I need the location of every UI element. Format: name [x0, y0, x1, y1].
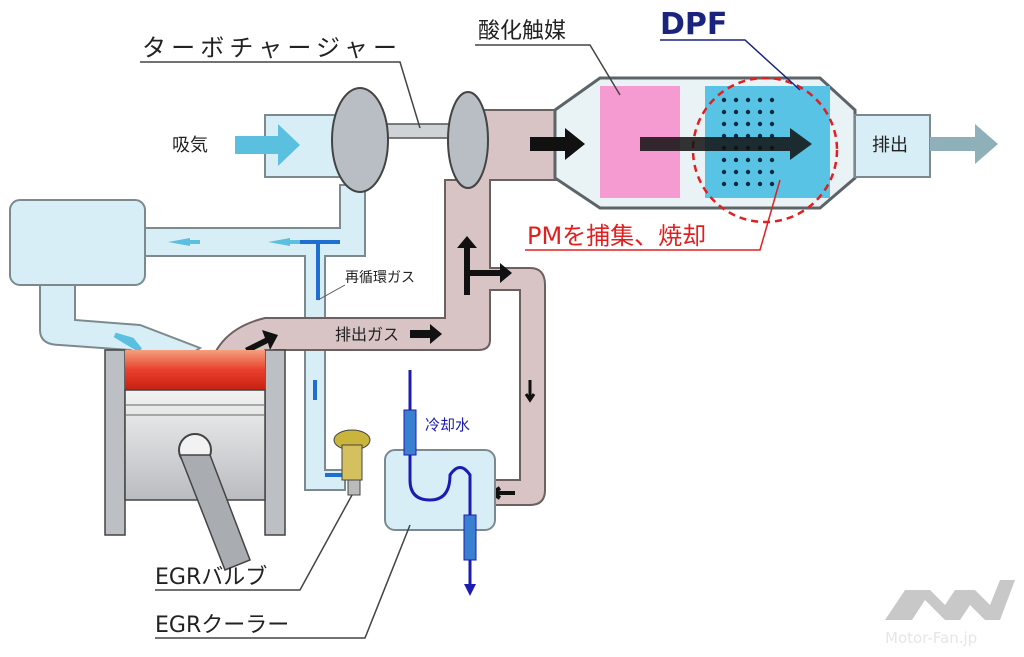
egr-cooler [384, 449, 496, 531]
dpf-label: DPF [660, 7, 727, 42]
intercooler [9, 199, 146, 286]
flow-arrow-through-dpf [640, 128, 812, 160]
intake-flow-arrow [168, 238, 200, 246]
turbocharger-label: ターボチャージャー [142, 34, 397, 62]
intake-arrow [235, 124, 300, 166]
intake-flow-arrow [113, 332, 142, 353]
coolant-pipe [463, 514, 477, 561]
motor-fan-logo: Motor-Fan.jp [885, 580, 1015, 647]
recirculated-gas-label: 再循環ガス [345, 270, 415, 286]
egr-valve-leader [155, 494, 353, 591]
egr-valve [333, 429, 371, 496]
exhaust-flow-arrow [457, 236, 477, 295]
coolant-label: 冷却水 [425, 416, 470, 434]
exhaust-gas-label: 排出ガス [335, 325, 399, 344]
coolant-flow [408, 370, 476, 596]
compressor-wheel [331, 87, 389, 193]
catalyst-leader [475, 44, 621, 96]
cylinder-wall-right [264, 349, 286, 536]
pm-leader [525, 179, 781, 251]
intake-manifold [39, 284, 203, 367]
intake-label: 吸気 [172, 135, 208, 156]
egr-cooler-leader [155, 524, 411, 639]
exhaust-out-label: 排出 [872, 135, 908, 156]
oxidation-catalyst-label: 酸化触媒 [478, 19, 566, 44]
egr-valve-label: EGRバルブ [155, 565, 267, 590]
combustion-chamber [125, 350, 265, 390]
exhaust-flow-arrow [245, 330, 278, 353]
turbocharger-leader-line [140, 61, 421, 129]
coolant-pipe [403, 409, 417, 456]
exhaust-out-arrow [930, 124, 998, 164]
turbine-wheel [447, 91, 489, 189]
exhaust-to-dpf-arrow [530, 128, 585, 160]
exhaust-pipe [206, 109, 561, 506]
recirc-marker [300, 240, 340, 300]
exhaust-flow-arrow [524, 380, 536, 403]
intake-flow-arrow [268, 238, 305, 246]
exhaust-flow-arrow [470, 263, 512, 283]
cylinder-wall-left [104, 349, 126, 536]
connecting-rod [178, 454, 251, 571]
recirc-leader [317, 284, 346, 301]
intake-pipe-down [144, 184, 366, 491]
watermark-text: Motor-Fan.jp [885, 629, 977, 647]
pm-capture-circle [691, 76, 839, 224]
dpf-leader [660, 39, 801, 91]
egr-cooler-label: EGRクーラー [155, 613, 289, 638]
exhaust-flow-arrow [410, 324, 442, 344]
pm-capture-label: PMを捕集、焼却 [527, 222, 706, 250]
